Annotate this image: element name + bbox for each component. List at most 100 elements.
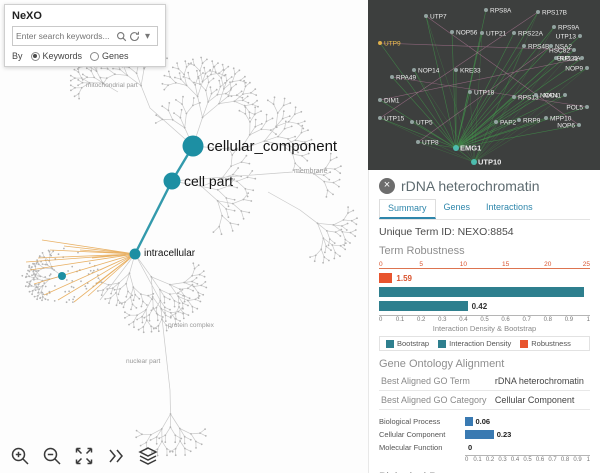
gene-node-utp5[interactable]: UTP5	[410, 119, 433, 126]
axis-tick: 0.2	[485, 457, 495, 463]
gene-node-rps22a[interactable]: RPS22A	[512, 30, 544, 37]
term-label-intracellular[interactable]: intracellular	[144, 248, 196, 259]
axis-tick: 0.8	[560, 457, 570, 463]
search-input[interactable]	[16, 31, 115, 41]
gene-node-dim1[interactable]: DIM1	[378, 97, 400, 104]
gene-node-rps8a[interactable]: RPS8A	[484, 7, 512, 14]
svg-text:UTP5: UTP5	[416, 119, 433, 126]
alignment-label: Best Aligned GO Category	[381, 395, 487, 405]
gene-node-nan1[interactable]: NAN1	[544, 92, 567, 99]
term-label-membrane[interactable]: membrane	[294, 168, 328, 175]
gene-node-emg1[interactable]: EMG1	[453, 143, 481, 152]
svg-text:NOP9: NOP9	[565, 65, 583, 72]
gene-node-rps13[interactable]: RPS13	[512, 94, 539, 101]
gene-node-utp13[interactable]: UTP13	[556, 33, 582, 40]
gene-node-mpp10[interactable]: MPP10	[544, 115, 572, 122]
axis-tick: 0.6	[535, 457, 545, 463]
interaction-density-bar	[379, 301, 468, 311]
gene-node-rps17b[interactable]: RPS17B	[536, 9, 567, 16]
gene-node-utp7[interactable]: UTP7	[424, 13, 447, 20]
gene-node-kre33[interactable]: KRE33	[454, 67, 481, 74]
gene-node-utp9[interactable]: UTP9	[378, 40, 401, 47]
axis-tick: 1	[586, 317, 590, 323]
term-label-nuclear-part[interactable]: nuclear part	[126, 358, 161, 365]
svg-text:RPS8A: RPS8A	[490, 7, 512, 14]
tab-summary[interactable]: Summary	[379, 199, 436, 219]
term-label-cellular-component[interactable]: cellular_component	[207, 138, 338, 155]
svg-text:NAN1: NAN1	[544, 92, 562, 99]
alignment-value: rDNA heterochromatin	[494, 376, 584, 386]
dropdown-icon[interactable]: ▾	[144, 30, 151, 42]
legend-swatch	[520, 339, 529, 348]
axis-tick: 0.3	[438, 317, 447, 323]
gene-node-hsc82[interactable]: HSC82	[549, 47, 576, 54]
term-label-cell-part[interactable]: cell part	[184, 173, 234, 189]
gene-node-rps9a[interactable]: RPS9A	[552, 24, 580, 31]
axis-tick: 0.4	[510, 457, 520, 463]
gene-node-utp10[interactable]: UTP10	[471, 157, 501, 166]
gene-node-utp21[interactable]: UTP21	[480, 30, 507, 37]
tab-interactions[interactable]: Interactions	[486, 202, 533, 212]
gene-node-utp18[interactable]: UTP18	[468, 89, 495, 96]
gene-node-noc4[interactable]: NOC4	[534, 92, 558, 99]
axis-tick: 0.9	[573, 457, 582, 463]
svg-text:POL5: POL5	[566, 104, 583, 111]
axis-tick: 0.1	[473, 457, 482, 463]
gene-node-nsa2[interactable]: NSA2	[549, 43, 572, 50]
gene-node-pol5[interactable]: POL5	[566, 104, 589, 111]
go-bar-track: 0	[465, 443, 590, 452]
by-label: By	[12, 51, 23, 61]
zoom-out-button[interactable]	[40, 444, 64, 468]
gene-node-rpa49[interactable]: RPA49	[390, 74, 416, 81]
gene-node-rpl4a[interactable]: RPL4A	[554, 55, 581, 62]
gene-node-pap2[interactable]: PAP2	[494, 119, 517, 126]
gene-node-nop9[interactable]: NOP9	[565, 65, 589, 72]
fit-to-screen-button[interactable]	[72, 444, 96, 468]
svg-text:DIM1: DIM1	[384, 97, 400, 104]
svg-text:KRE33: KRE33	[460, 67, 481, 74]
term-label-mitochondrial-part[interactable]: mitochondrial part	[86, 82, 138, 89]
axis-tick: 0.1	[395, 317, 405, 323]
svg-text:UTP13: UTP13	[556, 33, 577, 40]
radio-dot[interactable]	[30, 51, 40, 61]
unique-term-id: Unique Term ID: NEXO:8854	[379, 226, 514, 238]
gene-node-nop14[interactable]: NOP14	[412, 67, 440, 74]
go-bar-value: 0.23	[496, 430, 512, 439]
svg-text:NOP14: NOP14	[418, 67, 440, 74]
gene-node-nop6[interactable]: NOP6	[557, 122, 581, 129]
ontology-tree-svg	[21, 41, 358, 457]
close-icon[interactable]: ×	[379, 178, 395, 194]
refresh-icon[interactable]	[128, 28, 141, 44]
gene-node-utp15[interactable]: UTP15	[378, 115, 405, 122]
svg-text:UTP18: UTP18	[474, 89, 495, 96]
search-icon[interactable]	[115, 28, 128, 44]
gene-node-utp8[interactable]: UTP8	[416, 139, 439, 146]
section-biological-process: Biological Process	[379, 471, 590, 473]
tab-genes[interactable]: Genes	[443, 202, 471, 212]
gene-node-nop56[interactable]: NOP56	[450, 29, 478, 36]
term-label-protein-complex[interactable]: protein complex	[168, 322, 214, 329]
gene-node-bud21[interactable]: BUD21	[557, 55, 584, 62]
gene-node-rps4b[interactable]: RPS4B	[522, 43, 549, 50]
go-category-label: Cellular Component	[379, 430, 446, 439]
svg-text:UTP7: UTP7	[430, 13, 447, 20]
axis-tick: 0.3	[498, 457, 507, 463]
alignment-label: Best Aligned GO Term	[381, 376, 470, 386]
bootstrap-bar	[379, 287, 584, 297]
search-mode-radios: By Keywords Genes	[12, 51, 158, 61]
gene-node-rrp9[interactable]: RRP9	[517, 117, 541, 124]
radio-genes[interactable]: Genes	[90, 51, 129, 61]
go-category-label: Molecular Function	[379, 443, 443, 452]
radio-keywords[interactable]: Keywords	[30, 51, 82, 61]
layers-button[interactable]	[136, 444, 160, 468]
zoom-in-button[interactable]	[8, 444, 32, 468]
svg-text:BUD21: BUD21	[557, 55, 578, 62]
collapse-expand-button[interactable]	[104, 444, 128, 468]
radio-dot[interactable]	[90, 51, 100, 61]
